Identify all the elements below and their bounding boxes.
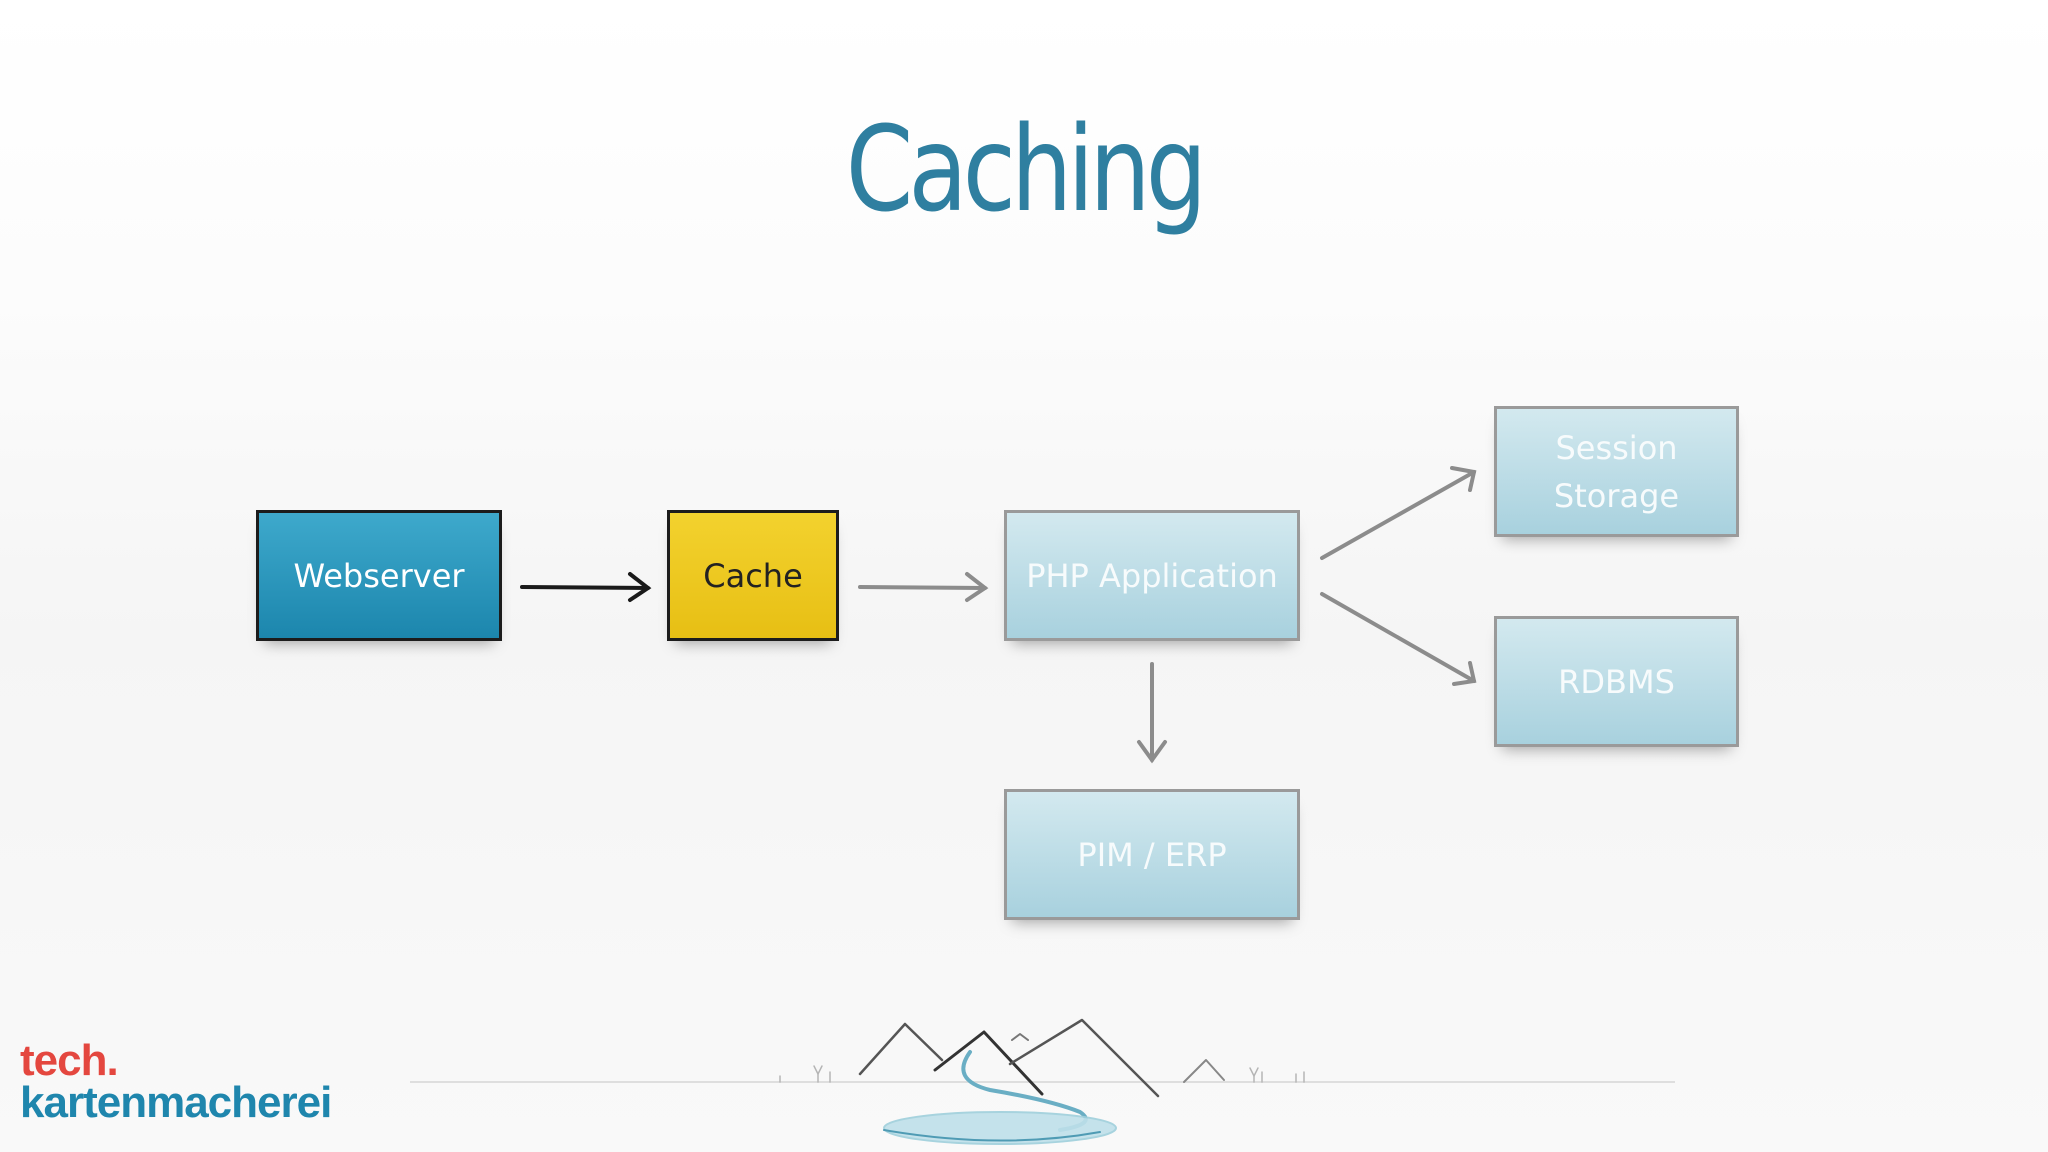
mountains-lake-icon: [779, 1018, 1305, 1145]
cache-label: Cache: [703, 556, 803, 595]
pim-erp-node: PIM / ERP: [1004, 789, 1300, 920]
rdbms-label: RDBMS: [1558, 662, 1675, 701]
pim-erp-label: PIM / ERP: [1077, 835, 1227, 874]
webserver-node: Webserver: [256, 510, 502, 641]
session-storage-label-line2: Storage: [1553, 476, 1680, 515]
session-storage-node: Session Storage: [1494, 406, 1739, 537]
logo-line-kartenmacherei: kartenmacherei: [20, 1078, 332, 1127]
company-logo: tech. kartenmacherei: [20, 1036, 332, 1127]
arrow-php-to-rdbms: [1320, 592, 1477, 686]
arrow-webserver-to-cache: [520, 572, 652, 602]
logo-line-tech: tech.: [20, 1036, 119, 1085]
session-storage-label-line1: Session: [1555, 428, 1678, 467]
arrow-php-to-pim-erp: [1137, 662, 1167, 764]
arrow-cache-to-php: [858, 572, 989, 602]
php-application-label: PHP Application: [1026, 556, 1278, 595]
arrow-php-to-session-storage: [1320, 466, 1477, 560]
rdbms-node: RDBMS: [1494, 616, 1739, 747]
cache-node: Cache: [667, 510, 839, 641]
php-application-node: PHP Application: [1004, 510, 1300, 641]
webserver-label: Webserver: [293, 556, 465, 595]
slide-title: Caching: [845, 100, 1207, 238]
